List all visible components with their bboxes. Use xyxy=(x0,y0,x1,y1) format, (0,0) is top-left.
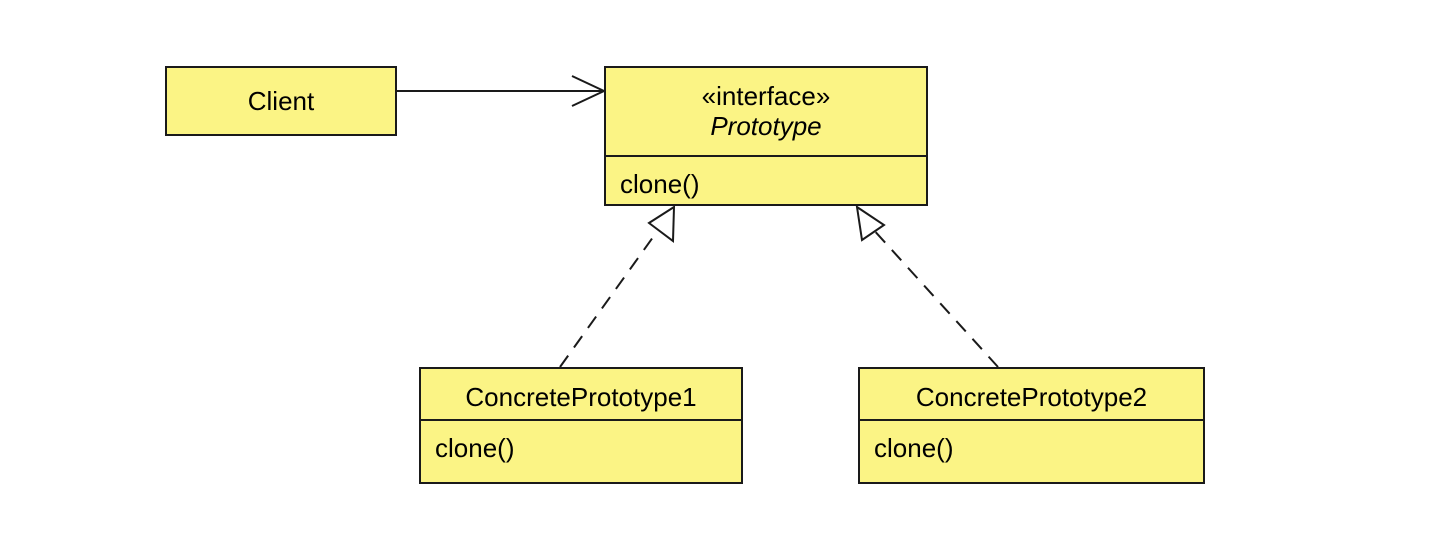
realization-line-2 xyxy=(870,226,999,368)
prototype-interface[interactable]: «interface» Prototype clone() xyxy=(604,66,928,206)
concrete-prototype-1-header: ConcretePrototype1 xyxy=(421,369,741,419)
concrete-prototype-2-operation-clone: clone() xyxy=(874,433,954,463)
concrete-prototype-2-header: ConcretePrototype2 xyxy=(860,369,1203,419)
prototype-stereotype: «interface» xyxy=(701,81,831,111)
prototype-name: Prototype xyxy=(710,111,822,141)
realization-arrowhead-1 xyxy=(647,205,676,243)
concrete-prototype-1-name: ConcretePrototype1 xyxy=(465,382,697,412)
concrete-prototype-1-operations: clone() xyxy=(421,419,741,482)
prototype-operation-clone: clone() xyxy=(620,169,700,199)
concrete-prototype-2-class[interactable]: ConcretePrototype2 clone() xyxy=(858,367,1205,484)
concrete-prototype-1-operation-clone: clone() xyxy=(435,433,515,463)
client-class-name: Client xyxy=(247,85,315,116)
realization-arrowhead-2 xyxy=(855,204,886,242)
prototype-header: «interface» Prototype xyxy=(606,68,926,155)
concrete-prototype-1-class[interactable]: ConcretePrototype1 clone() xyxy=(419,367,743,484)
realization-line-1 xyxy=(559,225,662,368)
concrete-prototype-2-name: ConcretePrototype2 xyxy=(915,382,1148,412)
client-class[interactable]: Client xyxy=(165,66,397,136)
prototype-operations: clone() xyxy=(606,155,926,204)
concrete-prototype-2-operations: clone() xyxy=(860,419,1203,482)
